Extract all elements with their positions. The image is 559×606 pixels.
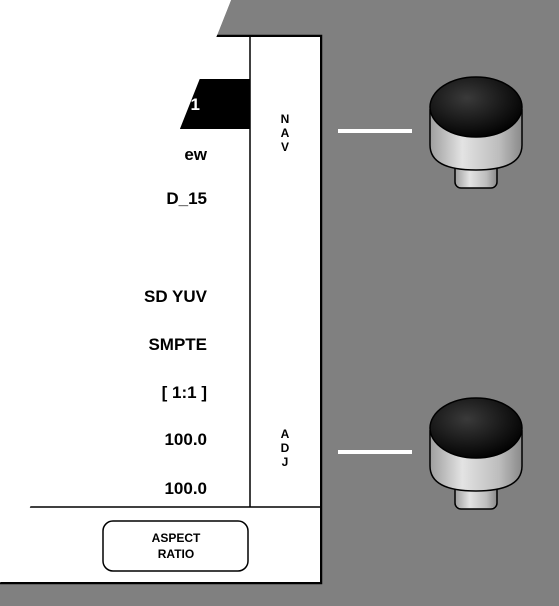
menu-item-1-value[interactable]: 1 <box>191 95 200 114</box>
menu-item-5-value[interactable]: SD YUV <box>144 287 208 306</box>
adj-knob-cap[interactable] <box>429 397 523 459</box>
nav-knob[interactable] <box>429 76 523 189</box>
aspect-ratio-button-frame[interactable] <box>102 520 249 572</box>
menu-item-3-value[interactable]: D_15 <box>166 189 207 208</box>
perspective-mask <box>0 0 231 583</box>
adj-label: A D J <box>281 427 290 469</box>
adj-letter-a: A <box>281 427 290 441</box>
aspect-ratio-button[interactable]: ASPECT RATIO <box>102 520 249 572</box>
nav-label: N A V <box>281 112 290 154</box>
adj-letter-j: J <box>282 455 289 469</box>
menu-item-8-value[interactable]: 100.0 <box>164 430 207 449</box>
aspect-ratio-button-line2: RATIO <box>158 547 194 561</box>
adj-knob[interactable] <box>429 397 523 510</box>
nav-letter-n: N <box>281 112 290 126</box>
adj-letter-d: D <box>281 441 290 455</box>
nav-letter-a: A <box>281 126 290 140</box>
nav-knob-cap[interactable] <box>429 76 523 138</box>
aspect-ratio-button-line1: ASPECT <box>152 531 201 545</box>
menu-list: 1 ew D_15 SD YUV SMPTE [ 1:1 ] 100.0 100… <box>144 79 250 498</box>
nav-letter-v: V <box>281 140 289 154</box>
menu-item-9-value[interactable]: 100.0 <box>164 479 207 498</box>
menu-item-7-value[interactable]: [ 1:1 ] <box>162 383 207 402</box>
menu-item-6-value[interactable]: SMPTE <box>148 335 207 354</box>
menu-item-2-value[interactable]: ew <box>184 145 207 164</box>
